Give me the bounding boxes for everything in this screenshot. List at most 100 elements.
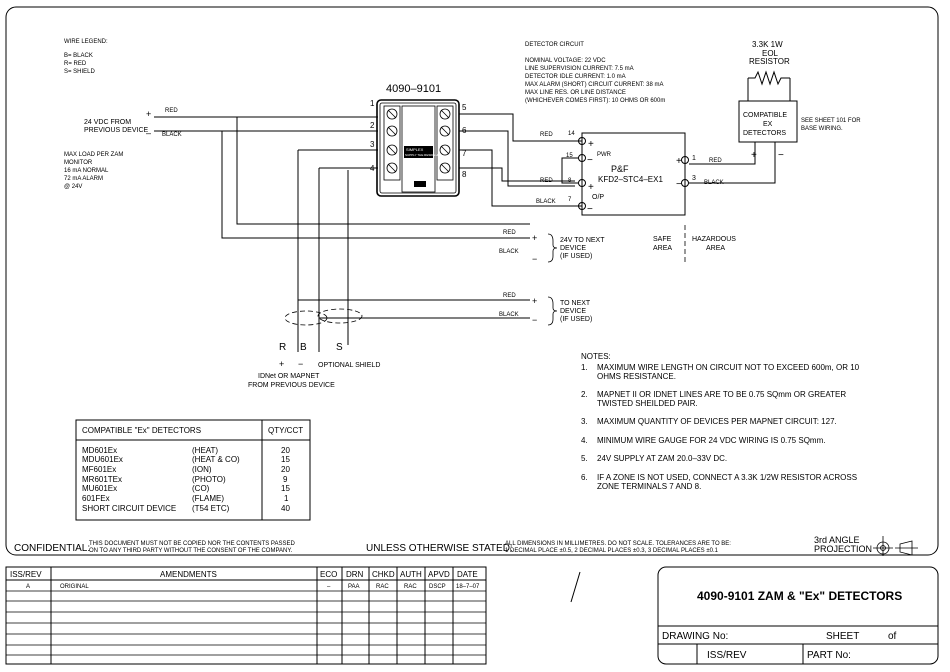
note-number: 1. xyxy=(581,363,588,372)
table-row: MD601Ex (HEAT) 20 xyxy=(82,446,290,455)
slash-mark xyxy=(570,571,581,603)
barrier-t8: 8 xyxy=(568,178,572,184)
note-number: 3. xyxy=(581,417,588,426)
barrier-red-left-mid: RED xyxy=(540,178,553,184)
table-cell-qty: 1 xyxy=(284,494,289,503)
table-row: A ORIGINAL – PAA RAC RAC DSCP 18–7–07 xyxy=(26,584,480,590)
terminal-2-label: 2 xyxy=(370,121,375,130)
projection-line2: PROJECTION xyxy=(814,544,872,554)
terminal-7-label: 7 xyxy=(462,149,467,158)
supply-red-label: RED xyxy=(165,108,178,114)
table-cell-type: (HEAT) xyxy=(192,446,218,455)
barrier-op-minus: − xyxy=(587,204,593,215)
next24-line3: (IF USED) xyxy=(560,253,592,260)
table-cell-model: MD601Ex xyxy=(82,446,117,455)
sheet-label: SHEET xyxy=(826,631,859,642)
detector-circuit-line: (WHICHEVER COMES FIRST): 10 OHMS OR 600m xyxy=(525,98,665,104)
drawing-title: 4090-9101 ZAM & "Ex" DETECTORS xyxy=(697,589,902,603)
note-number: 5. xyxy=(581,454,588,463)
safe-area-line2: AREA xyxy=(653,245,672,252)
ex-det-minus: − xyxy=(778,150,784,161)
ex-detectors-line1: COMPATIBLE xyxy=(743,112,787,119)
ex-detectors-outline xyxy=(738,100,798,143)
module-4090-9101: 4090–9101 SIMPLEX SUPPLY THE RESIDENT ZA… xyxy=(370,83,467,197)
table-cell-model: MDU601Ex xyxy=(82,455,123,464)
table-header-qty: QTY/CCT xyxy=(268,426,303,435)
dimensions-line2: 1 DECIMAL PLACE ±0.5, 2 DECIMAL PLACES ±… xyxy=(505,548,719,554)
confidential-line2: ON TO ANY THIRD PARTY WITHOUT THE CONSEN… xyxy=(89,548,293,554)
nextdev-line3: (IF USED) xyxy=(560,316,592,323)
table-cell-model: MU601Ex xyxy=(82,484,117,493)
barrier-out-minus: − xyxy=(676,179,682,190)
barrier-t3: 3 xyxy=(692,175,696,182)
unless-stated-label: UNLESS OTHERWISE STATED: xyxy=(366,543,513,554)
compatible-detectors-table: COMPATIBLE "Ex" DETECTORS QTY/CCT MD601E… xyxy=(75,419,311,521)
maxload-line: MAX LOAD PER ZAM xyxy=(64,152,123,158)
next24-minus: − xyxy=(532,254,537,264)
module-title: 4090–9101 xyxy=(386,83,441,95)
barrier-pwr-minus: − xyxy=(587,155,593,166)
max-load-note: MAX LOAD PER ZAM MONITOR 16 mA NORMAL 72… xyxy=(64,152,123,190)
ex-detectors-note2: BASE WIRING. xyxy=(801,126,843,132)
safe-area-line1: SAFE xyxy=(653,236,672,243)
table-row: SHORT CIRCUIT DEVICE (T54 ETC) 40 xyxy=(82,504,290,513)
barrier-t7: 7 xyxy=(568,197,572,203)
supply-24vdc: + – 24 VDC FROM PREVIOUS DEVICE RED BLAC… xyxy=(84,108,182,138)
amend-cell: DSCP xyxy=(429,584,446,590)
note-number: 6. xyxy=(581,473,588,482)
projection-line1: 3rd ANGLE xyxy=(814,535,860,545)
note-line: ZONE TERMINALS 7 AND 8. xyxy=(597,482,701,491)
table-cell-qty: 15 xyxy=(281,484,290,493)
table-cell-model: MF601Ex xyxy=(82,465,116,474)
idnet-r: R xyxy=(279,342,286,353)
amend-header: CHKD xyxy=(372,570,395,579)
table-cell-model: SHORT CIRCUIT DEVICE xyxy=(82,504,176,513)
area-divider: SAFE AREA HAZARDOUS AREA xyxy=(653,225,736,264)
detector-circuit-title: DETECTOR CIRCUIT xyxy=(525,42,584,48)
barrier-op-plus: + xyxy=(588,182,594,193)
idnet-plus: + xyxy=(279,359,284,369)
next24-line2: DEVICE xyxy=(560,245,586,252)
table-row: MR601TEx (PHOTO) 9 xyxy=(82,475,288,484)
barrier-red-left-top: RED xyxy=(540,132,553,138)
maxload-line: @ 24V xyxy=(64,184,82,190)
detector-circuit-line: DETECTOR IDLE CURRENT: 1.0 mA xyxy=(525,74,626,80)
table-row: 601FEx (FLAME) 1 xyxy=(82,494,289,503)
legend-shield: S= SHIELD xyxy=(64,69,96,75)
table-cell-model: MR601TEx xyxy=(82,475,122,484)
ex-detectors-line3: DETECTORS xyxy=(743,130,786,137)
note-number: 4. xyxy=(581,436,588,445)
idnet-optional-shield: OPTIONAL SHIELD xyxy=(318,362,380,369)
note-line: MAXIMUM WIRE LENGTH ON CIRCUIT NOT TO EX… xyxy=(597,363,860,372)
wire-legend-title: WIRE LEGEND: xyxy=(64,39,108,45)
detector-circuit-line: MAX LINE RES. OR LINE DISTANCE xyxy=(525,90,626,96)
table-row: MF601Ex (ION) 20 xyxy=(82,465,290,474)
table-cell-qty: 9 xyxy=(283,475,288,484)
detector-circuit-line: MAX ALARM (SHORT) CIRCUIT CURRENT: 38 mA xyxy=(525,82,663,88)
eol-line1: 3.3K 1W xyxy=(752,40,783,49)
table-cell-type: (T54 ETC) xyxy=(192,504,230,513)
table-cell-qty: 40 xyxy=(281,504,290,513)
barrier-t15: 15 xyxy=(566,153,573,159)
ex-detectors-box: COMPATIBLE EX DETECTORS SEE SHEET 101 FO… xyxy=(738,100,861,161)
amend-cell: A xyxy=(26,584,30,590)
table-cell-type: (CO) xyxy=(192,484,210,493)
next24-plus: + xyxy=(532,233,537,243)
nextdev-minus: − xyxy=(532,315,537,325)
amend-header: ECO xyxy=(320,570,337,579)
maxload-line: MONITOR xyxy=(64,160,93,166)
terminal-3-label: 3 xyxy=(370,140,375,149)
module-subtitle: SUPPLY THE RESIDENT ZAM xyxy=(405,153,447,157)
note-number: 2. xyxy=(581,390,588,399)
terminal-5-label: 5 xyxy=(462,103,467,112)
idnet-line1: IDNet OR MAPNET xyxy=(258,373,320,380)
barrier-t1: 1 xyxy=(692,155,696,162)
supply-minus: – xyxy=(146,128,151,138)
ex-detectors-line2: EX xyxy=(763,121,773,128)
amendments-table: ISS/REV AMENDMENTS ECO DRN CHKD AUTH APV… xyxy=(5,566,487,665)
module-brand: SIMPLEX xyxy=(406,147,424,152)
idnet-line2: FROM PREVIOUS DEVICE xyxy=(248,382,335,389)
amend-cell: 18–7–07 xyxy=(456,584,480,590)
nextdev-red: RED xyxy=(503,293,516,299)
